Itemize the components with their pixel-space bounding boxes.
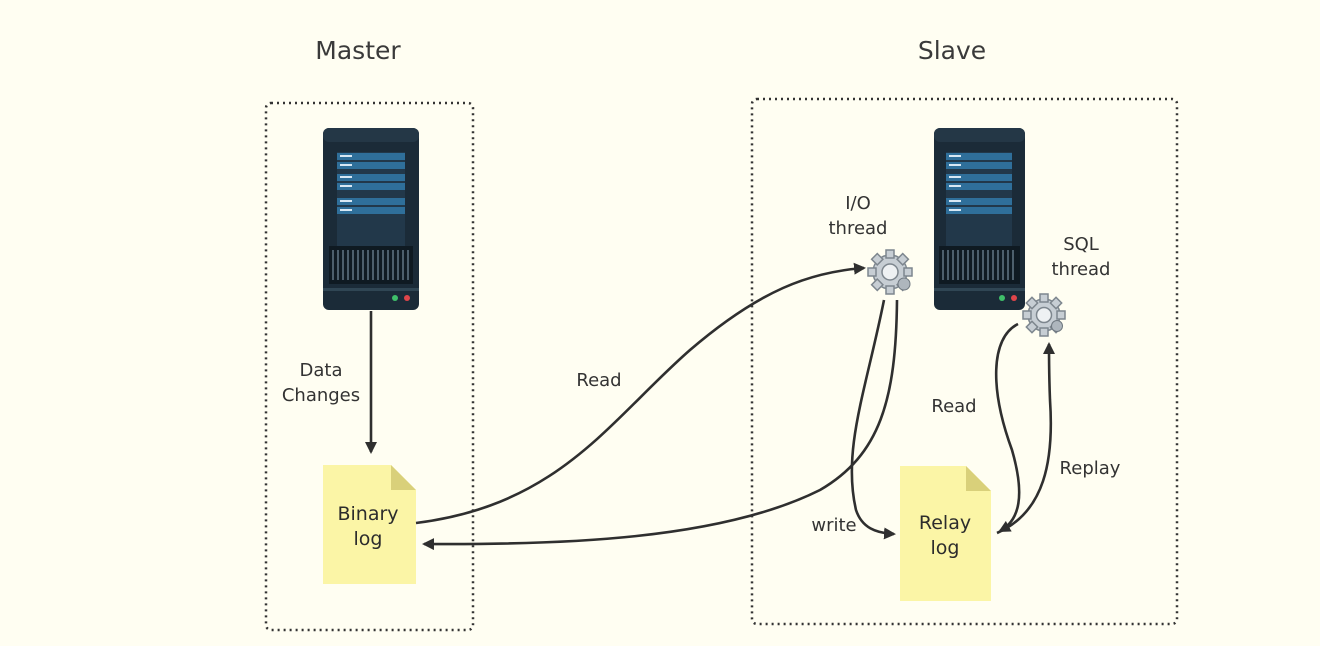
- io-thread-label-line1: I/O: [845, 193, 871, 214]
- binary-log-label-line2: log: [354, 528, 383, 550]
- replay-label: Replay: [1060, 458, 1121, 479]
- sql-thread-gear-icon: [1022, 293, 1066, 337]
- replay-arrow: [996, 342, 1056, 535]
- read-binlog-label: Read: [576, 370, 621, 391]
- sql-thread-label-line1: SQL: [1063, 234, 1099, 255]
- binary-log-document: Binary log: [323, 465, 416, 584]
- data-changes-label-line2: Changes: [282, 385, 360, 406]
- slave-boundary: [750, 97, 1179, 626]
- read-relay-label: Read: [931, 396, 976, 417]
- arrows: [365, 262, 1056, 551]
- slave-server-icon: [934, 128, 1025, 310]
- relay-log-document: Relay log: [900, 466, 991, 601]
- read-relay-arrow: [994, 322, 1021, 533]
- relay-log-label-line1: Relay: [919, 512, 971, 534]
- write-relay-arrow: [850, 299, 896, 540]
- io-request-arrow: [422, 299, 899, 551]
- slave-title: Slave: [918, 36, 986, 65]
- write-relay-label: write: [811, 515, 856, 536]
- relay-log-label-line2: log: [931, 537, 960, 559]
- binary-log-label-line1: Binary: [337, 503, 398, 525]
- master-boundary: [264, 101, 475, 632]
- master-title: Master: [315, 36, 401, 65]
- sql-thread-label-line2: thread: [1051, 259, 1110, 280]
- read-binlog-arrow: [415, 262, 866, 525]
- data-changes-label-line1: Data: [300, 360, 343, 381]
- io-thread-gear-icon: [867, 249, 913, 295]
- io-thread-label-line2: thread: [828, 218, 887, 239]
- master-server-icon: [323, 128, 419, 310]
